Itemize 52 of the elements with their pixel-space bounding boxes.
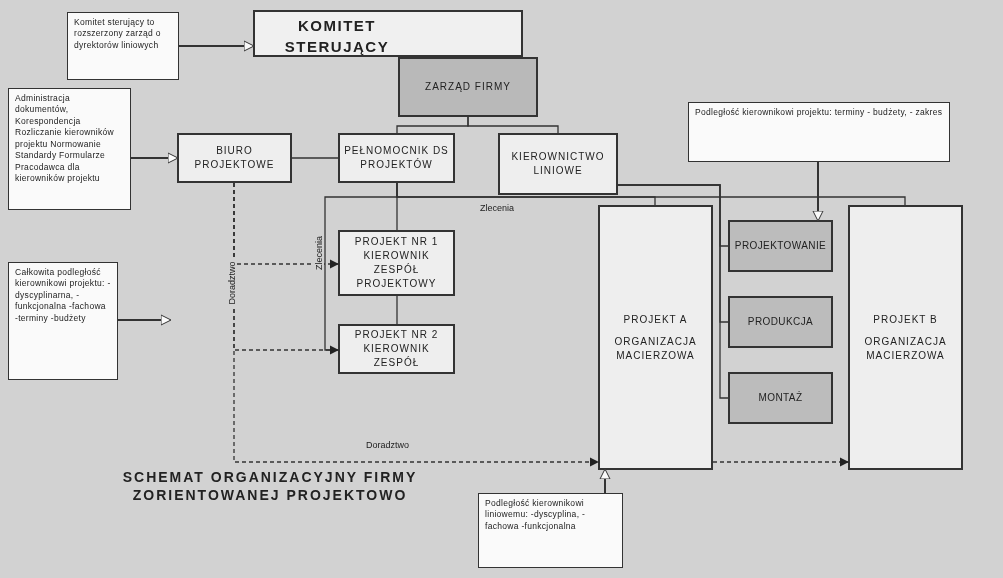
committee-box (253, 10, 523, 57)
unit-name: PROJEKT NR 1 KIEROWNIK ZESPÓŁ PROJEKTOWY (353, 235, 440, 291)
connector-line (467, 116, 559, 134)
arrow (130, 152, 179, 164)
connector-line (396, 295, 398, 325)
callout-text: Administracja dokumentów, Korespondencja Rozliczanie kierowników projektu Normowanie Standardy Formularze Pracodawca dla kierowników projektu (15, 93, 116, 185)
org-unit-box (848, 205, 963, 470)
org-unit-box (398, 57, 538, 117)
unit-name: ORGANIZACJA MACIERZOWA (613, 334, 698, 363)
connector-line (617, 184, 729, 399)
unit-name: BIURO PROJEKTOWE (193, 144, 276, 172)
unit-name: MONTAŻ (758, 391, 803, 405)
connector-line (291, 157, 339, 159)
dashed-arrow (712, 457, 849, 467)
dashed-arrow (233, 182, 599, 467)
edge-label: Doradztwo (364, 440, 412, 450)
org-unit-box (498, 133, 618, 195)
org-unit-box (177, 133, 292, 183)
unit-name: PRODUKCJA (747, 315, 814, 329)
org-unit-box (598, 205, 713, 470)
unit-name: ZARZĄD FIRMY (425, 80, 511, 94)
unit-name: KIEROWNICTWO LINIOWE (510, 150, 606, 178)
unit-name: KOMITET STERUJĄCY (283, 16, 391, 57)
unit-name: PROJEKT NR 2 KIEROWNIK ZESPÓŁ (353, 328, 440, 370)
arrow (117, 314, 172, 326)
unit-name: PROJEKT B (873, 312, 938, 327)
callout-box (688, 102, 950, 162)
unit-name: PROJEKTOWANIE (734, 239, 827, 253)
callout-text: Podległość kierownikowi projektu: terminy - budżety, - zakres (695, 107, 943, 119)
diagram-title: SCHEMAT ORGANIZACYJNY FIRMY ZORIENTOWANEJ PROJEKTOWO (121, 468, 419, 505)
callout-box (8, 88, 131, 210)
unit-name: ORGANIZACJA MACIERZOWA (863, 334, 948, 363)
unit-name: PROJEKT A (623, 312, 688, 327)
edge-label: Zlecenia (314, 234, 324, 272)
arrow (178, 40, 255, 52)
department-band (728, 296, 833, 348)
callout-text: Komitet sterujący to rozszerzony zarząd o dyrektorów liniowych (74, 17, 162, 52)
callout-text: Całkowita podległość kierownikowi projektu: -dyscyplinarna, -funkcjonalna -fachowa -terminy -budżety (15, 267, 111, 325)
callout-box (67, 12, 179, 80)
arrow (599, 468, 611, 494)
edge-label: Doradztwo (226, 259, 237, 307)
department-band (728, 220, 833, 272)
org-unit-box (338, 133, 455, 183)
callout-box (8, 262, 118, 380)
org-unit-box (338, 324, 455, 374)
callout-box (478, 493, 623, 568)
org-unit-box (338, 230, 455, 296)
callout-text: Podległość kierownikowi liniowemu: -dyscyplina, - fachowa -funkcjonalna (485, 498, 587, 533)
arrow (812, 161, 824, 222)
unit-name: PEŁNOMOCNIK DS PROJEKTÓW (343, 144, 450, 172)
department-band (728, 372, 833, 424)
edge-label: Zlecenia (478, 203, 517, 213)
